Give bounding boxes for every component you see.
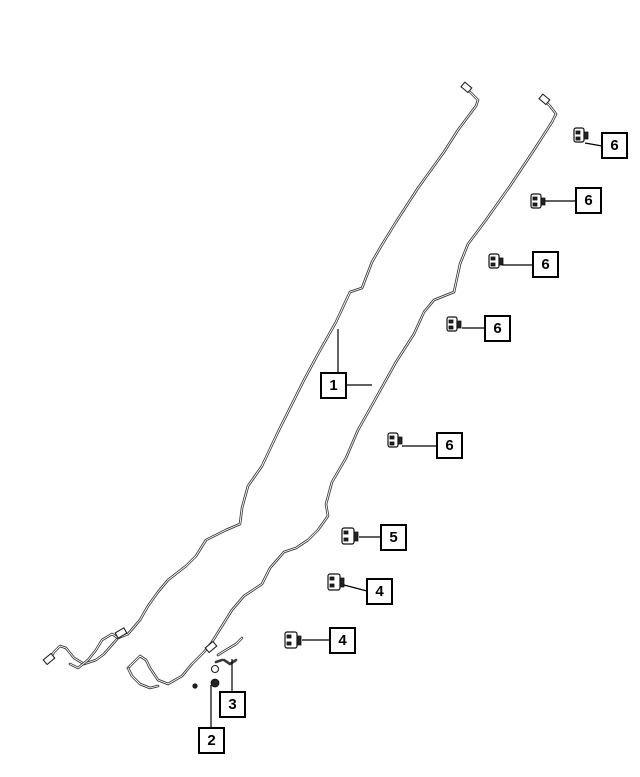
- callout-6a-label: 6: [610, 137, 618, 154]
- callout-3-label: 3: [228, 696, 236, 713]
- short-tube-part: [214, 636, 244, 666]
- brake-line-right: [126, 93, 558, 690]
- callout-1: 1: [320, 372, 347, 399]
- callout-4b-label: 4: [338, 632, 347, 649]
- clip-6c: [488, 253, 504, 269]
- callout-6b-label: 6: [584, 192, 592, 209]
- callout-3: 3: [219, 691, 246, 718]
- clip-4b: [284, 631, 302, 649]
- clip-6a: [573, 127, 589, 143]
- callout-2-label: 2: [207, 732, 215, 749]
- leader-lines: [210, 142, 603, 728]
- callout-6d-label: 6: [493, 320, 501, 337]
- callout-5-label: 5: [389, 529, 397, 546]
- fitting-nut-part: [192, 664, 220, 689]
- callout-4a-label: 4: [375, 583, 384, 600]
- callout-6d: 6: [484, 315, 511, 342]
- callout-6c: 6: [532, 251, 559, 278]
- clip-5: [341, 527, 359, 545]
- callout-2: 2: [198, 727, 225, 754]
- callout-4b: 4: [329, 627, 356, 654]
- callout-5: 5: [380, 524, 407, 551]
- callout-6e-label: 6: [445, 437, 453, 454]
- callout-6b: 6: [575, 187, 602, 214]
- callout-6e: 6: [436, 432, 463, 459]
- clip-6d: [446, 316, 462, 332]
- clip-4a: [327, 573, 345, 591]
- callout-4a: 4: [366, 578, 393, 605]
- callout-1-label: 1: [329, 377, 337, 394]
- brake-line-left: [42, 81, 480, 670]
- clip-6b: [530, 193, 546, 209]
- callout-6c-label: 6: [541, 256, 549, 273]
- clip-6e: [387, 432, 403, 448]
- callout-6a: 6: [601, 132, 628, 159]
